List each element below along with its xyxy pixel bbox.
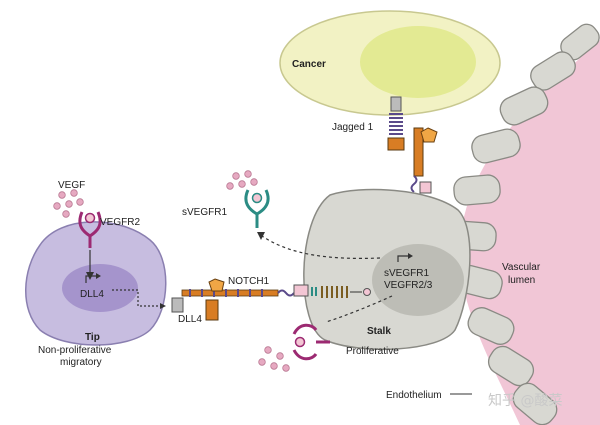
dll4-ligand bbox=[171, 297, 184, 313]
stalk-label: Stalk bbox=[367, 326, 391, 337]
vegf-ligands bbox=[53, 189, 84, 218]
stalk-gene-2: VEGFR2/3 bbox=[384, 280, 433, 291]
cancer-label: Cancer bbox=[292, 59, 326, 70]
svegfr1-bound-vegf bbox=[226, 170, 258, 190]
vegfr-export-arrow bbox=[325, 295, 393, 323]
svegfr1-molecule bbox=[244, 189, 270, 228]
stalk-desc: Proliferative bbox=[346, 346, 399, 357]
tip-label: Tip bbox=[85, 332, 100, 343]
svegfr1-secretion-arrow bbox=[261, 235, 381, 259]
stalk-gene-1: sVEGFR1 bbox=[384, 268, 429, 279]
endothelial-wall bbox=[449, 23, 600, 425]
tip-promoter-arrow bbox=[85, 275, 96, 283]
dll4-transport-arrow bbox=[112, 289, 160, 307]
stalk-vegf-ligands bbox=[258, 346, 290, 372]
svegfr1-label: sVEGFR1 bbox=[182, 207, 227, 218]
stalk-vegfr-receptor bbox=[292, 323, 330, 361]
vegfr2-label: VEGFR2 bbox=[100, 217, 140, 228]
tip-desc-1: Non-proliferative bbox=[38, 345, 112, 356]
vegfr2-receptor bbox=[78, 211, 102, 280]
tip-desc-2: migratory bbox=[60, 357, 102, 368]
endothelium-label: Endothelium bbox=[386, 390, 442, 401]
notch1-receptor bbox=[181, 278, 371, 321]
lumen-label-2: lumen bbox=[508, 275, 535, 286]
dll4-label: DLL4 bbox=[178, 314, 202, 325]
tip-dll4-gene: DLL4 bbox=[80, 289, 104, 300]
vegf-label: VEGF bbox=[58, 180, 85, 191]
jagged1-label: Jagged 1 bbox=[332, 122, 374, 133]
lumen-label-1: Vascular bbox=[502, 262, 541, 273]
tip-nucleus bbox=[62, 264, 138, 312]
cancer-nucleus bbox=[360, 26, 476, 98]
notch1-label: NOTCH1 bbox=[228, 276, 270, 287]
watermark: 知乎 @酸菜 bbox=[488, 392, 562, 409]
jagged1-ligand bbox=[387, 96, 405, 151]
stalk-nucleus bbox=[372, 244, 464, 316]
stalk-promoter-arrow bbox=[397, 255, 408, 262]
